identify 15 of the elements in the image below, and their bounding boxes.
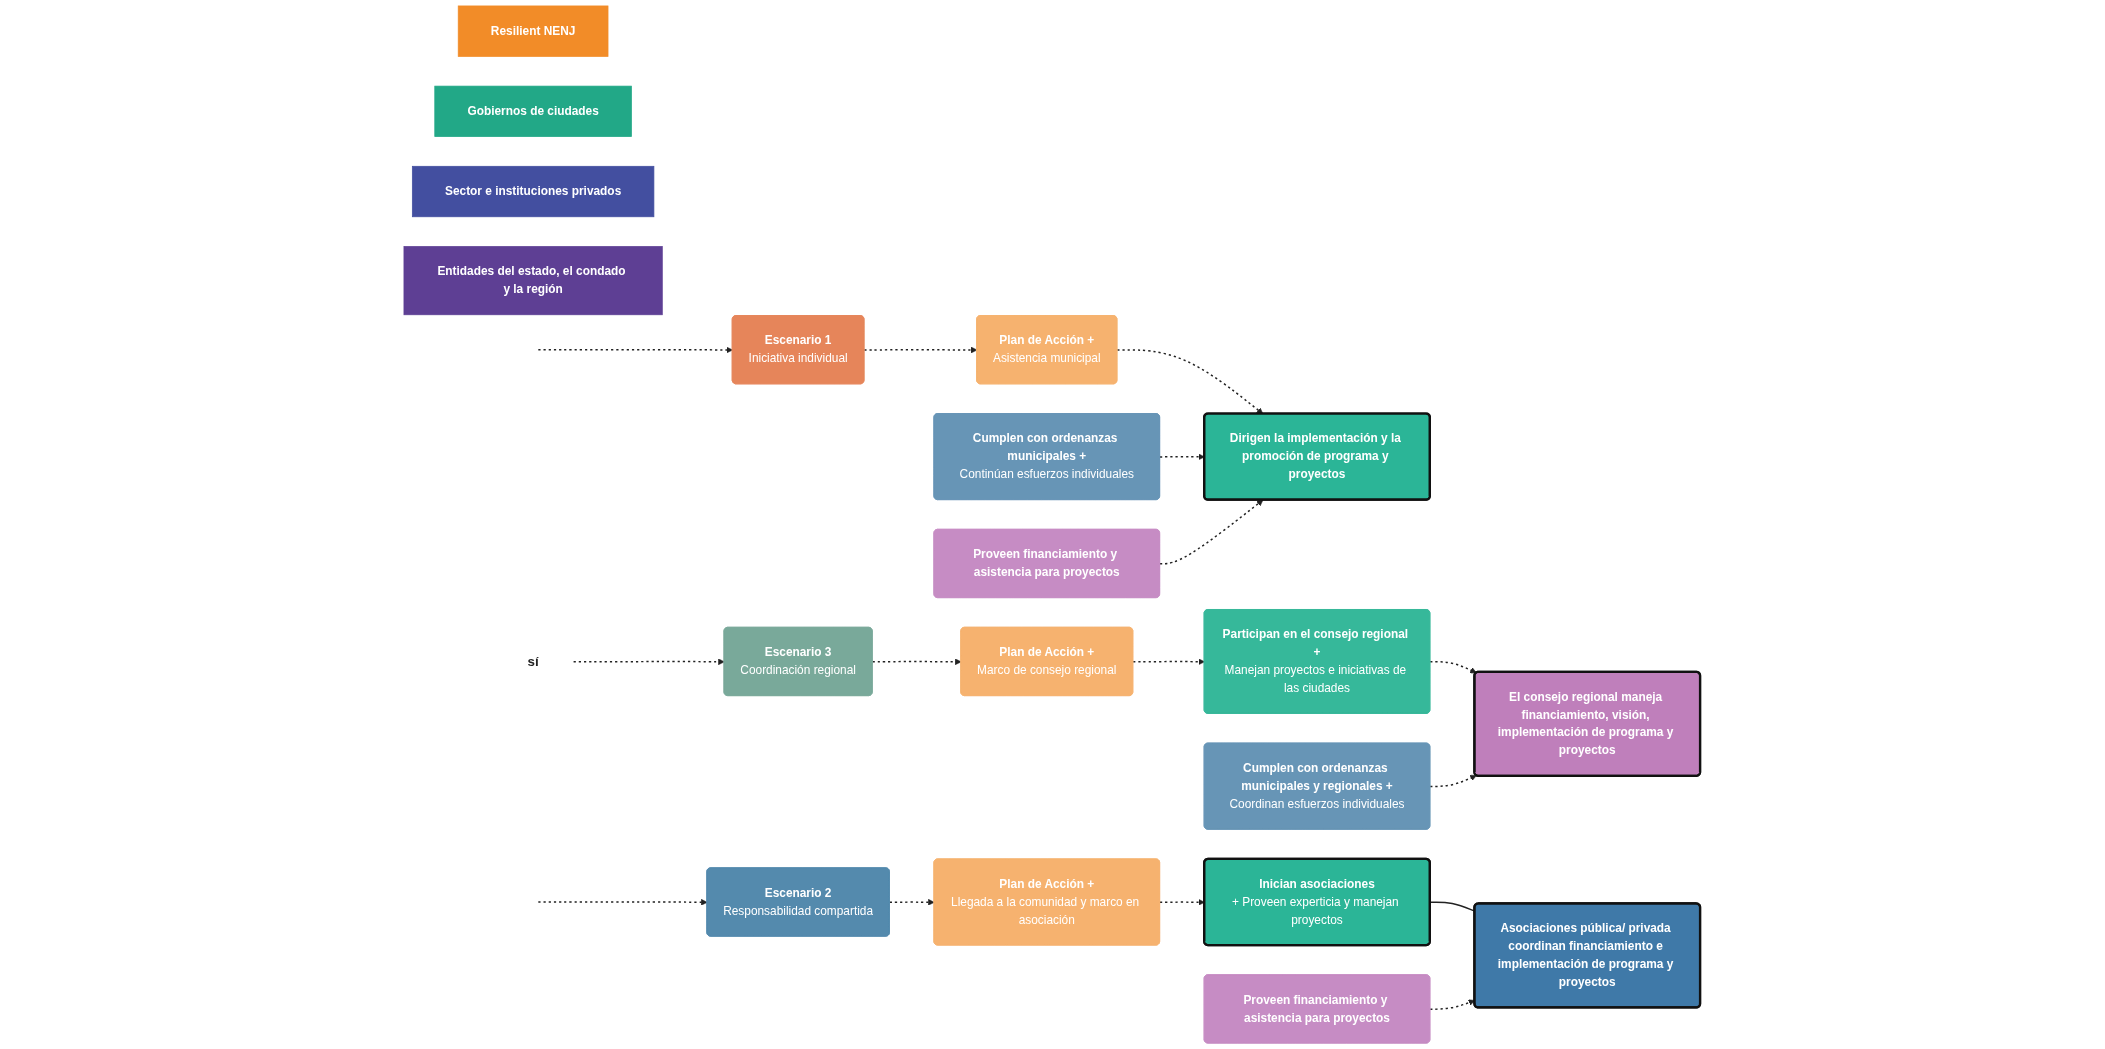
node-box: Entidades del estado, el condado y la región (404, 246, 664, 316)
arrow (864, 346, 978, 354)
arrow (573, 658, 726, 666)
arrow (538, 899, 708, 906)
node-box: Gobiernos de ciudades (434, 85, 633, 137)
arrow (1159, 499, 1264, 565)
arrow (1132, 658, 1206, 665)
node-box: Resilient NENJ (458, 5, 609, 57)
arrow (872, 658, 962, 666)
arrow (1429, 774, 1478, 788)
node-box: Sector e instituciones privados (412, 165, 655, 218)
arrow (1429, 661, 1478, 674)
arrow (538, 346, 734, 354)
node-text: sí (528, 653, 540, 669)
arrow (889, 899, 936, 906)
